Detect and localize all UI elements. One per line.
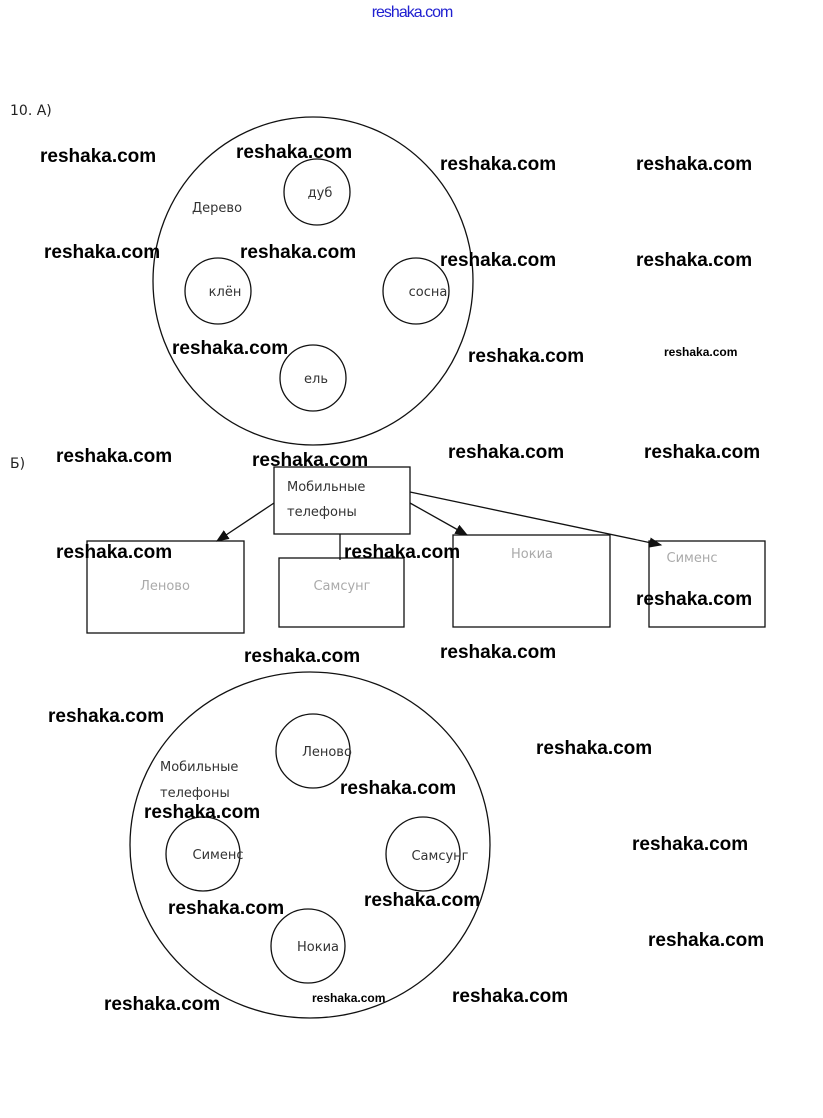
part-a-label: 10. А): [10, 103, 52, 119]
label-spruce: ель: [304, 372, 328, 387]
label-lenovo: Леново: [302, 745, 352, 760]
circle-pine: [382, 257, 450, 325]
watermark: reshaka.com: [440, 250, 556, 271]
label-nokia: Нокиа: [297, 940, 339, 955]
box-label-lenovo: Леново: [140, 579, 190, 594]
label-pine: сосна: [409, 285, 448, 300]
watermark: reshaka.com: [636, 154, 752, 175]
watermark: reshaka.com: [44, 242, 160, 263]
arrow-siemens: [409, 491, 663, 548]
watermark: reshaka.com: [48, 706, 164, 727]
outer-label-tree: Дерево: [192, 201, 242, 216]
box-label-siemens: Сименс: [667, 551, 718, 566]
outer-label-line1: Мобильные: [160, 760, 238, 775]
watermark: reshaka.com: [636, 589, 752, 610]
watermark: reshaka.com: [632, 834, 748, 855]
watermark: reshaka.com: [104, 994, 220, 1015]
root-label-line1: Мобильные: [287, 480, 365, 495]
watermark: reshaka.com: [440, 642, 556, 663]
outer-label-line2: телефоны: [160, 786, 230, 801]
watermark: reshaka.com: [172, 338, 288, 359]
site-header[interactable]: reshaka.com: [372, 4, 454, 21]
watermark: reshaka.com: [56, 446, 172, 467]
watermark: reshaka.com: [340, 778, 456, 799]
box-label-nokia: Нокиа: [511, 547, 553, 562]
watermark: reshaka.com: [448, 442, 564, 463]
part-b-label: Б): [10, 456, 25, 472]
box-nokia: [452, 534, 611, 628]
circle-spruce: [279, 344, 347, 412]
outer-circle-tree: [152, 116, 474, 446]
outer-circle-phones: [129, 671, 491, 1019]
box-label-samsung: Самсунг: [313, 579, 370, 594]
arrow-nokia: [409, 502, 469, 536]
watermark: reshaka.com: [536, 738, 652, 759]
circle-samsung: [385, 816, 461, 892]
watermark: reshaka.com: [664, 345, 737, 359]
watermark: reshaka.com: [312, 991, 385, 1005]
phone-tree-diagram: Мобильные телефоны Леново Самсунг Нокиа …: [86, 466, 766, 634]
circle-nokia: [270, 908, 346, 984]
phone-set-diagram: Мобильные телефоны Леново Сименс Самсунг…: [129, 671, 491, 1019]
circle-maple: [184, 257, 252, 325]
watermarks: reshaka.com reshaka.com reshaka.com resh…: [40, 142, 764, 1015]
label-samsung: Самсунг: [411, 849, 468, 864]
watermark: reshaka.com: [440, 154, 556, 175]
box-lenovo: [86, 540, 245, 634]
watermark: reshaka.com: [40, 146, 156, 167]
label-oak: дуб: [308, 186, 333, 201]
circle-siemens: [165, 816, 241, 892]
watermark: reshaka.com: [364, 890, 480, 911]
watermark: reshaka.com: [236, 142, 352, 163]
watermark: reshaka.com: [56, 542, 172, 563]
root-box: [273, 466, 411, 535]
watermark: reshaka.com: [636, 250, 752, 271]
circle-oak: [283, 158, 351, 226]
circle-lenovo: [275, 713, 351, 789]
watermark: reshaka.com: [244, 646, 360, 667]
watermark: reshaka.com: [644, 442, 760, 463]
watermark: reshaka.com: [168, 898, 284, 919]
label-siemens: Сименс: [193, 848, 244, 863]
tree-set-diagram: Дерево дуб клён сосна ель: [152, 116, 474, 446]
root-label-line2: телефоны: [287, 505, 357, 520]
box-samsung: [278, 557, 405, 628]
watermark: reshaka.com: [468, 346, 584, 367]
box-siemens: [648, 540, 766, 628]
watermark: reshaka.com: [648, 930, 764, 951]
watermark: reshaka.com: [144, 802, 260, 823]
watermark: reshaka.com: [240, 242, 356, 263]
label-maple: клён: [209, 285, 242, 300]
watermark: reshaka.com: [344, 542, 460, 563]
watermark: reshaka.com: [452, 986, 568, 1007]
watermark: reshaka.com: [252, 450, 368, 471]
arrow-lenovo: [215, 502, 275, 542]
